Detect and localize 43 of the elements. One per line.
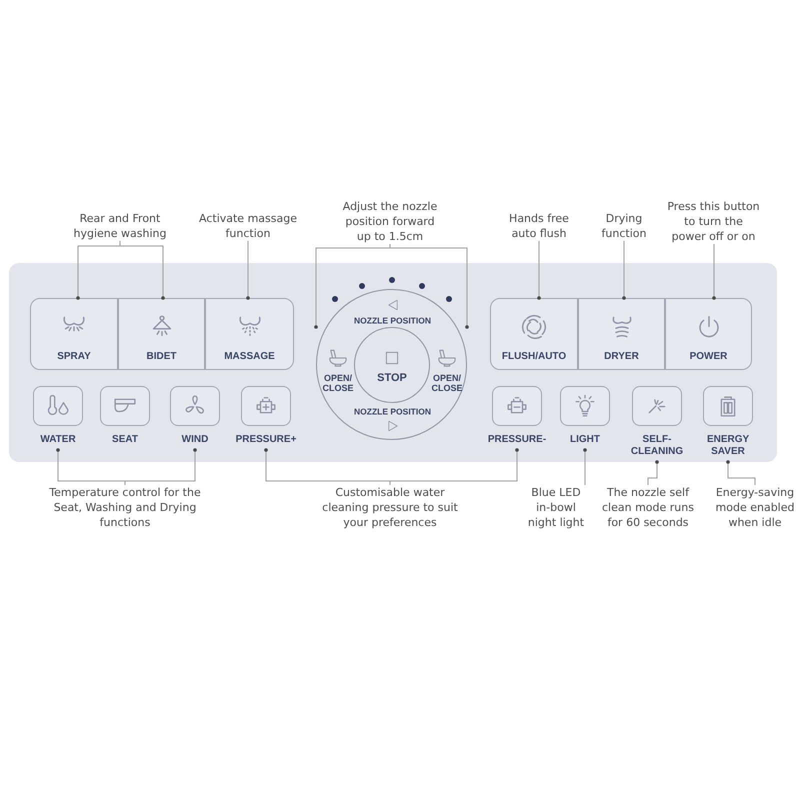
function-button: FLUSH/AUTO <box>490 298 578 370</box>
function-button: BIDET <box>118 298 205 370</box>
function-button: DRYER <box>578 298 665 370</box>
leader-line <box>246 240 250 300</box>
key-label: PRESSURE- <box>488 434 546 446</box>
callout-text: Customisable water cleaning pressure to suit your preferences <box>320 485 460 530</box>
key-label: ENERGY SAVER <box>706 434 750 458</box>
callout-text: Press this button to turn the power off or on <box>666 199 761 244</box>
leader-line <box>390 244 469 329</box>
callout-text: The nozzle self clean mode runs for 60 seconds <box>598 485 698 530</box>
control-panel <box>9 263 777 462</box>
key-label: WATER <box>40 434 76 446</box>
key-label: LIGHT <box>570 434 600 446</box>
callout-text: Hands free auto flush <box>504 211 574 241</box>
dial-label: OPEN/ CLOSE <box>322 373 354 393</box>
leader-line <box>583 448 587 486</box>
function-button: SPRAY <box>30 298 118 370</box>
callout-text: Drying function <box>596 211 652 241</box>
key-label: SELF- CLEANING <box>630 434 684 458</box>
key-label: PRESSURE+ <box>236 434 296 446</box>
dial-label: NOZZLE POSITION <box>354 316 431 326</box>
callout-text: Adjust the nozzle position forward up to 1.5cm <box>338 199 442 244</box>
function-button: MASSAGE <box>205 298 294 370</box>
callout-text: Temperature control for the Seat, Washing and Drying functions <box>45 485 205 530</box>
leader-line <box>537 240 541 300</box>
leader-line <box>648 460 659 486</box>
leader-line <box>712 244 716 300</box>
key-label: SEAT <box>112 434 138 446</box>
leader-line <box>390 448 519 486</box>
leader-line <box>622 240 626 300</box>
function-button: POWER <box>665 298 752 370</box>
leader-line <box>124 448 197 486</box>
stop-button: STOP <box>354 327 430 403</box>
dial-label: OPEN/ CLOSE <box>432 373 462 393</box>
callout-text: Energy-saving mode enabled when idle <box>713 485 797 530</box>
callout-text: Rear and Front hygiene washing <box>66 211 174 241</box>
leader-line <box>726 460 756 486</box>
callout-text: Activate massage function <box>191 211 305 241</box>
dial-label: NOZZLE POSITION <box>354 407 431 417</box>
key-label: WIND <box>182 434 208 446</box>
leader-line <box>120 240 165 300</box>
nozzle-dial <box>316 289 467 440</box>
callout-text: Blue LED in-bowl night light <box>526 485 586 530</box>
